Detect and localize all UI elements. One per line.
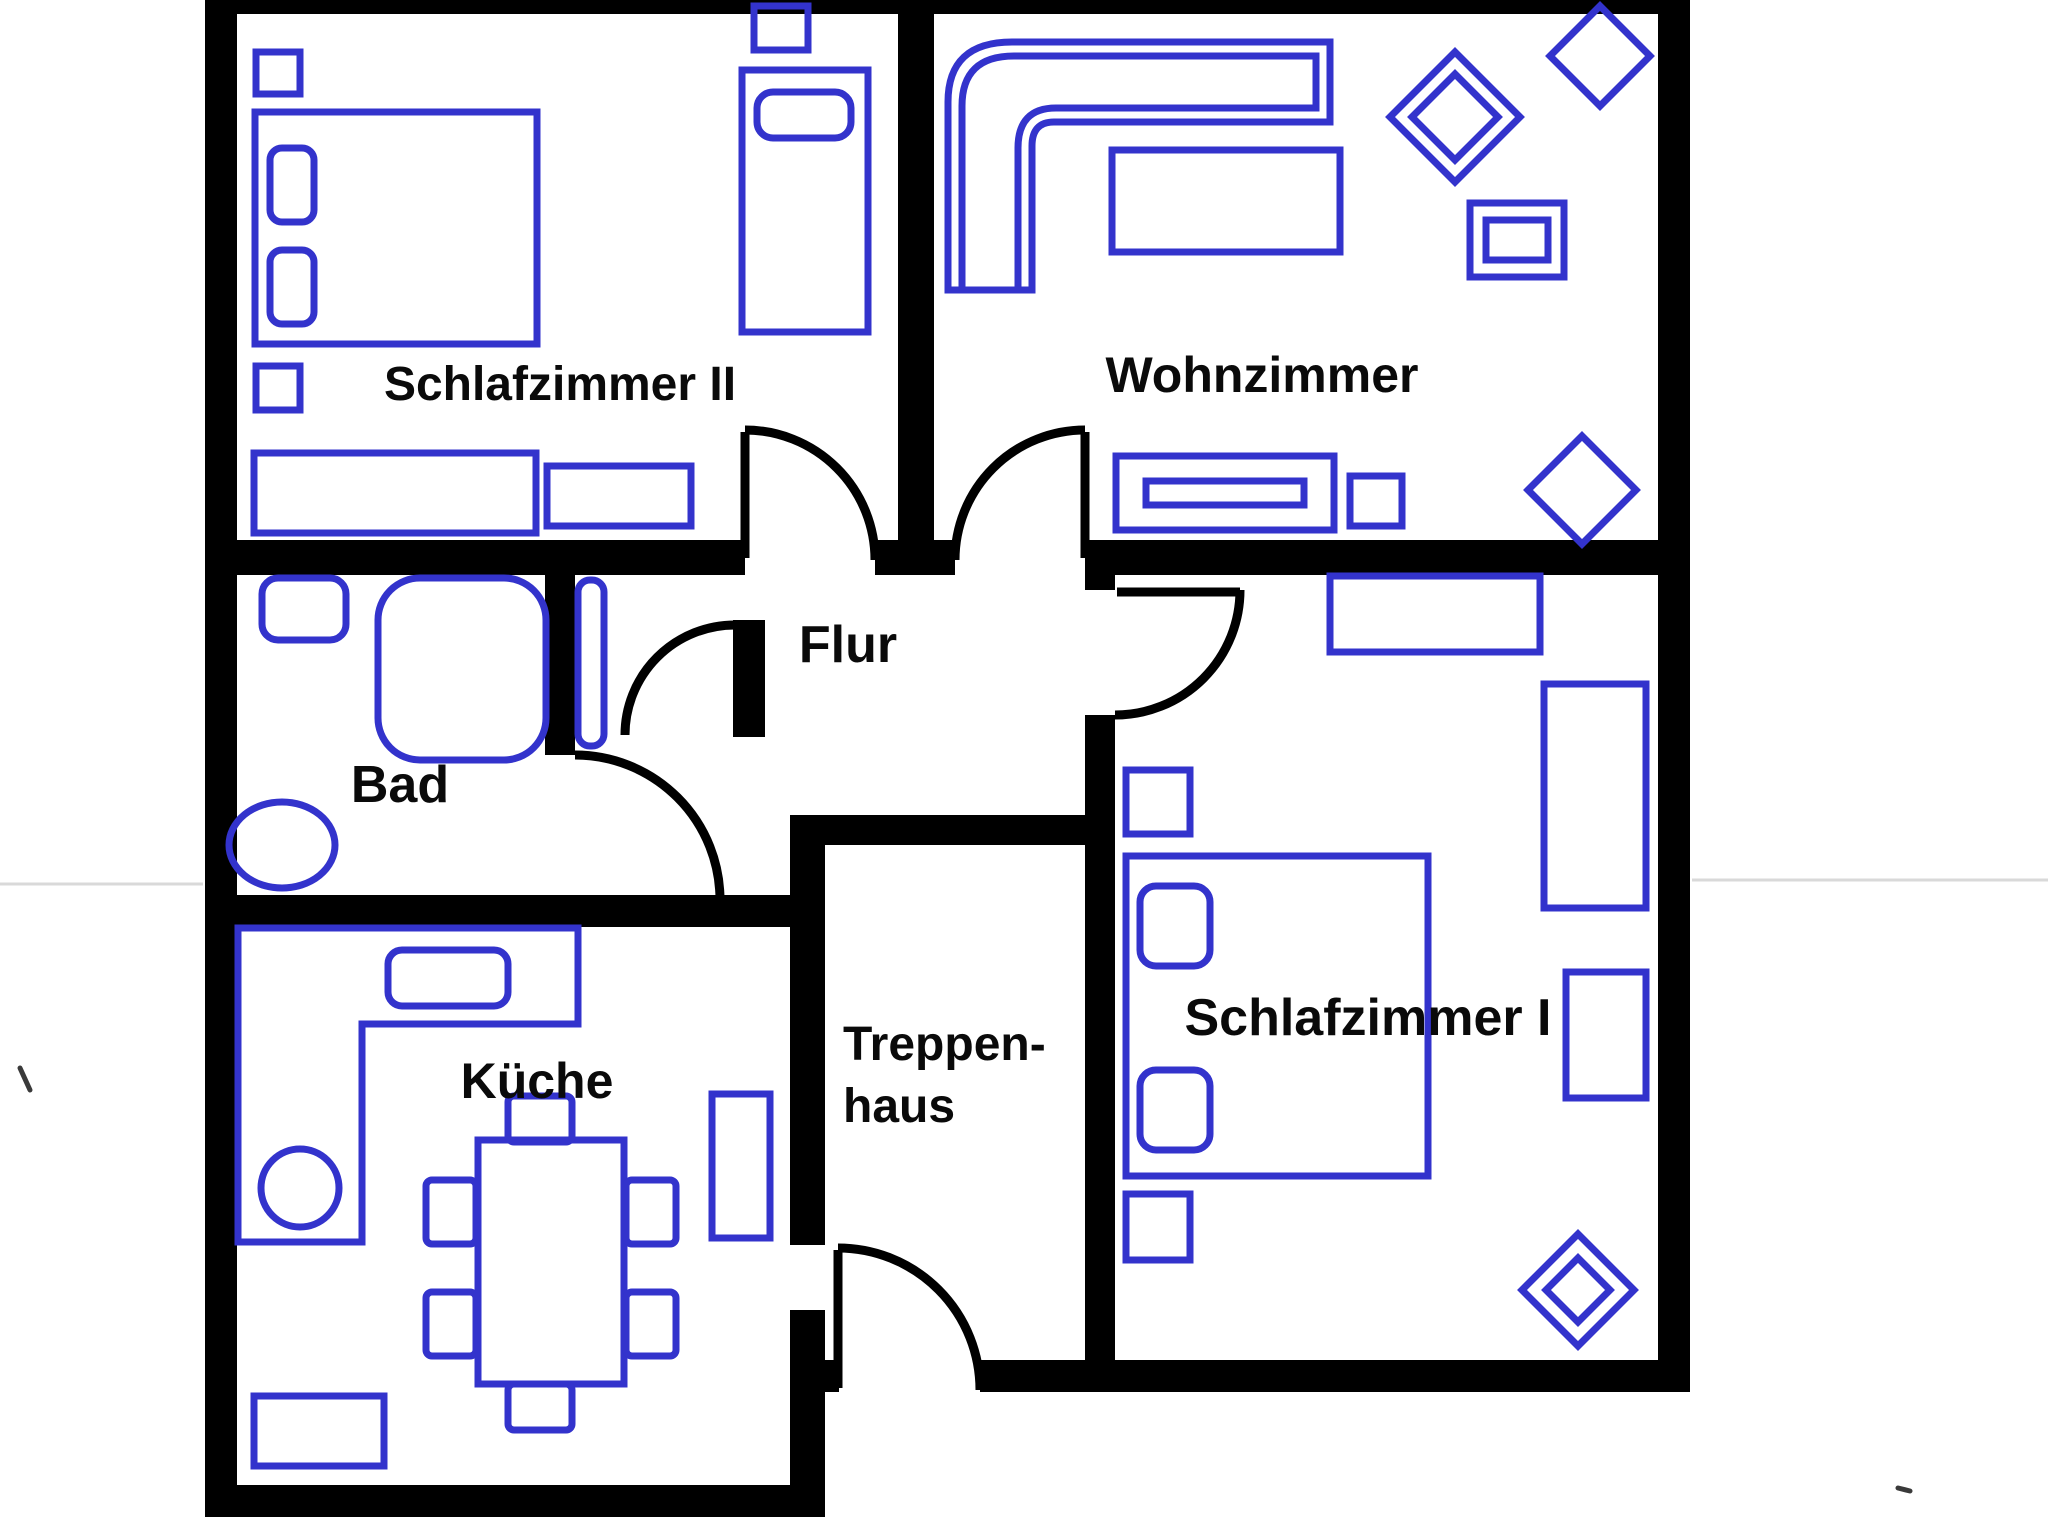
room-labels: Schlafzimmer II Wohnzimmer Flur Bad Küch…	[351, 347, 1552, 1133]
wall-outer-right	[1658, 0, 1690, 1392]
corner-sofa-inner	[958, 52, 1320, 290]
kitchen-sink	[384, 946, 512, 1010]
chair	[422, 1176, 480, 1248]
door-arc-bad	[574, 750, 725, 901]
corner-sofa-outer	[944, 38, 1334, 294]
dresser	[1562, 968, 1650, 1102]
pillow	[266, 246, 318, 328]
tv-cabinet	[1466, 199, 1568, 281]
wall-wohnzimmer-bottom	[1085, 540, 1690, 575]
wardrobe	[1540, 680, 1650, 912]
label-schlafzimmer1: Schlafzimmer I	[1184, 989, 1551, 1047]
washbasin	[258, 574, 350, 644]
wall-schlafzimmer2-bottom	[205, 540, 745, 575]
wall-divider-bedrooms-top	[898, 0, 934, 540]
stray-mark-left	[17, 1065, 33, 1093]
plant-diamond-inner	[1541, 1253, 1615, 1327]
door-arc-flur-entry	[620, 620, 736, 736]
wall-flur-top-stub	[875, 540, 955, 575]
radiator	[708, 1090, 774, 1242]
stray-mark-bottom-right	[1895, 1485, 1913, 1494]
armchair-diamond-outer	[1385, 47, 1525, 187]
wall-schlafzimmer1-left-top	[1085, 575, 1115, 590]
pillow	[1136, 1066, 1214, 1154]
furniture-bad	[225, 574, 608, 892]
furniture-kueche	[234, 924, 774, 1470]
radiator	[574, 576, 608, 750]
furniture-schlafzimmer1	[1122, 572, 1650, 1351]
plant-diamond-outer	[1517, 1229, 1639, 1351]
single-bed	[738, 66, 872, 336]
label-treppenhaus-line2: haus	[843, 1080, 955, 1133]
lowboard-inner	[1142, 477, 1308, 509]
label-treppenhaus-line1: Treppen-	[843, 1018, 1046, 1071]
sideboard-short	[543, 462, 695, 530]
wall-schlafzimmer1-left	[1085, 715, 1115, 1392]
chair	[622, 1288, 680, 1360]
scan-artifacts	[0, 878, 2048, 1494]
stove	[257, 1145, 343, 1231]
nightstand	[1122, 766, 1194, 838]
chair	[422, 1288, 480, 1360]
furniture-schlafzimmer2	[250, 2, 872, 537]
wall-shelf	[750, 2, 812, 54]
wall-flur-stub	[733, 620, 765, 737]
dining-table	[474, 1136, 628, 1388]
wall-outer-left	[205, 0, 237, 1515]
tv-cabinet-inner	[1482, 216, 1552, 264]
double-bed	[251, 108, 541, 348]
label-flur: Flur	[799, 616, 897, 674]
wall-kueche-top	[205, 895, 790, 927]
sideboard-long	[250, 449, 540, 537]
wall-treppenhaus-top	[790, 815, 1085, 845]
doors	[574, 425, 1245, 1391]
wall-kueche-bottom	[205, 1485, 825, 1517]
wall-treppenhaus-left-upper	[790, 845, 825, 1245]
door-arc-schlafzimmer2	[744, 425, 880, 561]
wall-treppenhaus-left-lower	[790, 1310, 825, 1517]
wall-bad-right	[545, 575, 575, 755]
nightstand	[252, 48, 304, 98]
furniture-wohnzimmer	[944, 1, 1655, 549]
chair	[504, 1380, 576, 1434]
toilet	[225, 798, 339, 892]
double-bed	[1122, 852, 1432, 1180]
shower	[374, 574, 550, 764]
plant-diamond	[1523, 431, 1641, 549]
label-kueche: Küche	[461, 1053, 614, 1109]
nightstand	[1122, 1190, 1194, 1264]
wall-treppenhaus-bottom-right	[980, 1360, 1085, 1392]
pillow	[753, 88, 855, 142]
chair	[622, 1176, 680, 1248]
side-table	[1346, 472, 1406, 530]
nightstand	[252, 362, 304, 414]
pillow	[266, 144, 318, 226]
wall-outer-top	[205, 0, 1690, 14]
wall-schlafzimmer1-bottom	[1085, 1360, 1690, 1392]
walls	[205, 0, 1690, 1517]
door-arc-schlafzimmer1	[1114, 589, 1245, 720]
lowboard	[1112, 452, 1338, 534]
chair	[504, 1092, 576, 1146]
armchair-diamond-inner	[1407, 69, 1503, 165]
pillow	[1136, 882, 1214, 970]
coffee-table	[1108, 146, 1344, 256]
door-arc-treppenhaus	[837, 1243, 985, 1391]
label-schlafzimmer2: Schlafzimmer II	[384, 358, 736, 411]
door-arc-wohnzimmer	[950, 425, 1086, 561]
cabinet	[250, 1392, 388, 1470]
label-wohnzimmer: Wohnzimmer	[1106, 347, 1419, 403]
corner-diamond	[1545, 1, 1655, 111]
kitchen-counter	[234, 924, 582, 1246]
shelf	[1326, 572, 1544, 656]
label-bad: Bad	[351, 756, 449, 814]
